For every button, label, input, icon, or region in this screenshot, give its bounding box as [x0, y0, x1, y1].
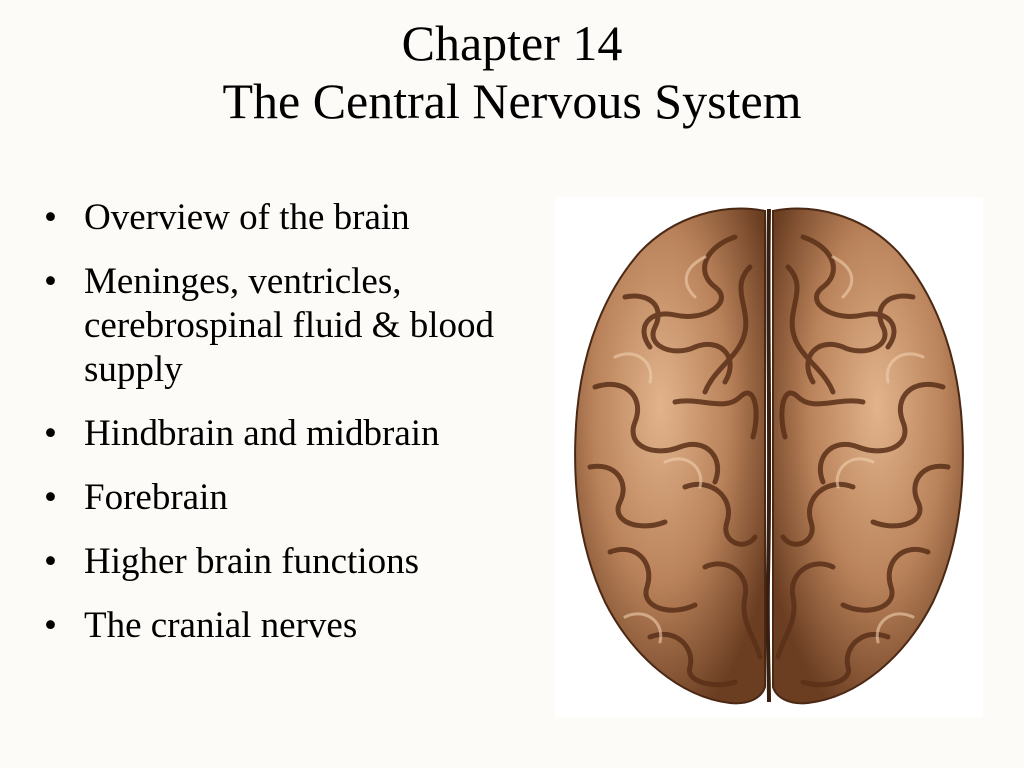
bullet-item: • Meninges, ventricles, cerebrospinal fl…: [40, 260, 540, 392]
left-hemisphere: [574, 207, 766, 705]
bullet-text: Overview of the brain: [84, 197, 410, 238]
bullet-text: Forebrain: [84, 477, 228, 518]
bullet-item: • Forebrain: [40, 476, 540, 520]
title-line-1: Chapter 14: [401, 15, 623, 71]
bullet-dot: •: [44, 413, 57, 454]
bullet-list: • Overview of the brain • Meninges, vent…: [40, 196, 540, 668]
gyri-highlights: [613, 255, 925, 644]
bullet-dot: •: [44, 197, 57, 238]
bullet-text: Higher brain functions: [84, 541, 419, 582]
sulci: [587, 234, 951, 688]
right-hemisphere: [772, 207, 964, 705]
brain-image: [555, 197, 983, 717]
bullet-dot: •: [44, 541, 57, 582]
bullet-dot: •: [44, 605, 57, 646]
slide-title: Chapter 14 The Central Nervous System: [0, 14, 1024, 130]
bullet-item: • Higher brain functions: [40, 540, 540, 584]
bullet-dot: •: [44, 261, 57, 302]
title-line-2: The Central Nervous System: [222, 73, 802, 129]
bullet-text: Meninges, ventricles, cerebrospinal flui…: [84, 261, 494, 390]
bullet-item: • Hindbrain and midbrain: [40, 412, 540, 456]
brain-illustration-icon: [574, 207, 964, 705]
bullet-item: • The cranial nerves: [40, 604, 540, 648]
longitudinal-fissure: [765, 208, 772, 703]
bullet-dot: •: [44, 477, 57, 518]
bullet-text: Hindbrain and midbrain: [84, 413, 440, 454]
bullet-item: • Overview of the brain: [40, 196, 540, 240]
bullet-text: The cranial nerves: [84, 605, 358, 646]
